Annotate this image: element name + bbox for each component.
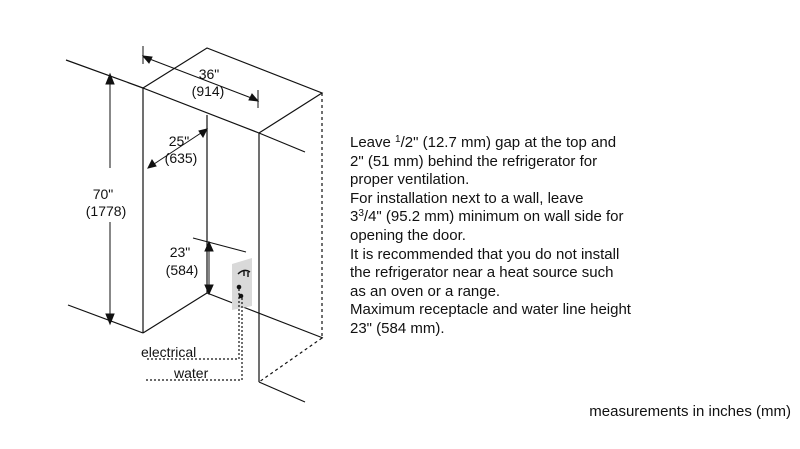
- depth-mm-label: (635): [165, 150, 198, 166]
- note-text: Leave: [350, 134, 396, 151]
- leader-lines: [146, 289, 243, 381]
- note-line: 33/4" (95.2 mm) minimum on wall side for: [350, 208, 750, 227]
- cabinet-outline: [65, 47, 324, 403]
- note-text: /2" (12.7 mm) gap at the top and: [400, 134, 617, 151]
- electrical-outlet-icon: [237, 269, 251, 277]
- note-line: It is recommended that you do not instal…: [350, 245, 620, 263]
- note-line: Leave 1/2" (12.7 mm) gap at the top and: [350, 134, 750, 153]
- depth-inches-label: 25": [169, 133, 190, 149]
- note-text: 3: [350, 208, 359, 226]
- note-line: the refrigerator near a heat source such: [350, 264, 614, 282]
- outlet-mm-label: (584): [166, 262, 199, 278]
- note-line: as an oven or a range.: [350, 282, 501, 300]
- width-mm-label: (914): [192, 83, 225, 99]
- note-line: 2" (51 mm) behind the refrigerator for: [350, 152, 598, 170]
- height-mm-label: (1778): [86, 203, 126, 219]
- installation-notes: Leave 1/2" (12.7 mm) gap at the top and …: [350, 134, 750, 339]
- depth-dimension-line: [147, 128, 208, 169]
- note-line: 23" (584 mm).: [350, 319, 445, 337]
- water-connection-icon: [236, 284, 242, 290]
- height-dimension-line: [105, 72, 115, 326]
- note-line: For installation next to a wall, leave: [350, 189, 584, 207]
- outlet-height-dimension-line: [192, 237, 247, 296]
- fraction-numerator: 3: [358, 208, 364, 220]
- note-line: proper ventilation.: [350, 171, 470, 189]
- water-valve-icon: [238, 293, 244, 299]
- fraction-numerator: 1: [395, 134, 401, 145]
- outlet-inches-label: 23": [170, 244, 191, 260]
- note-text: /4" (95.2 mm) minimum on wall side for: [363, 208, 624, 226]
- height-inches-label: 70": [93, 186, 114, 202]
- note-line: opening the door.: [350, 226, 466, 244]
- width-dimension-line: [141, 46, 260, 108]
- outlet-box: [232, 258, 252, 310]
- electrical-label: electrical: [141, 344, 196, 360]
- note-line: Maximum receptacle and water line height: [350, 301, 631, 319]
- measurement-units-note: measurements in inches (mm): [589, 403, 791, 420]
- width-inches-label: 36": [199, 66, 220, 82]
- water-label: water: [173, 365, 209, 381]
- cabinet-hidden-edges: [258, 93, 323, 383]
